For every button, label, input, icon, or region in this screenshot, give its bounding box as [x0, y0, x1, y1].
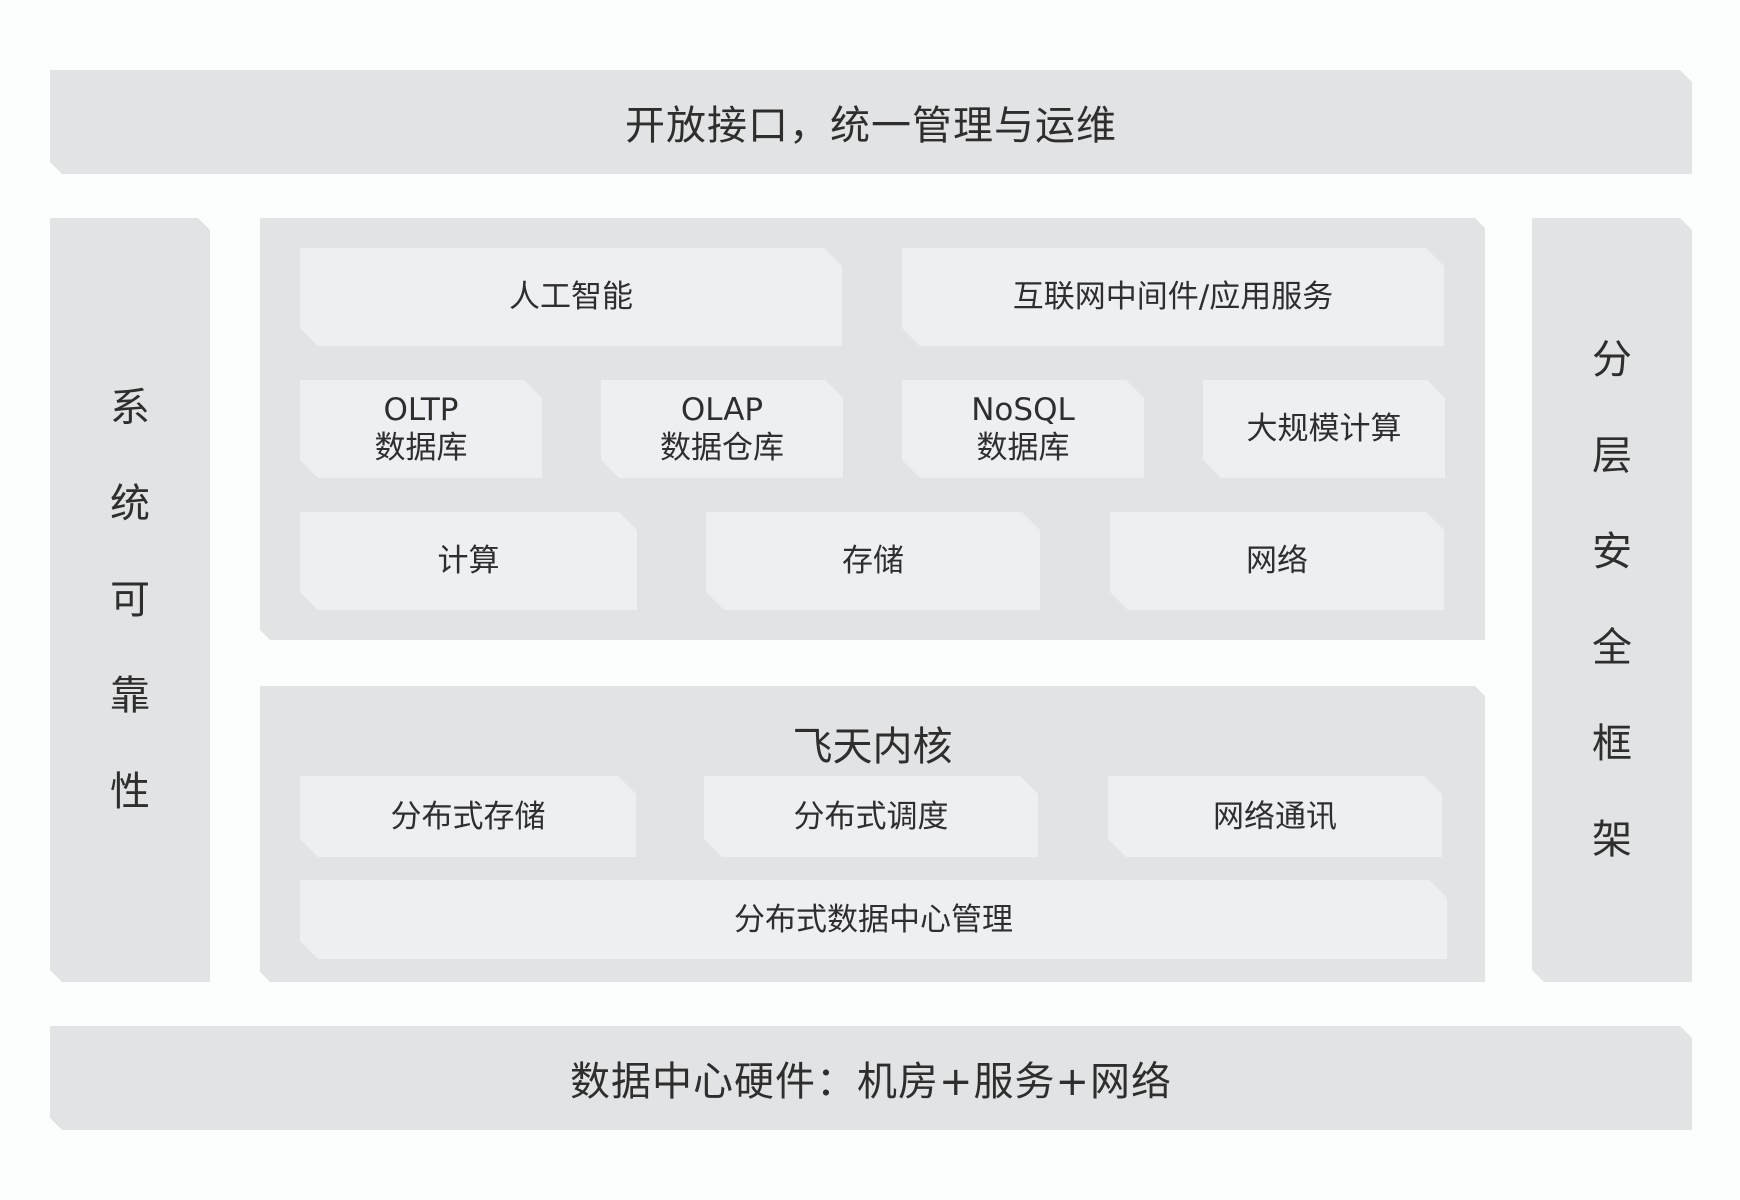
- tile-label: 人工智能: [509, 279, 633, 315]
- tile-label: 分布式存储: [390, 798, 546, 835]
- tile-label-line1: OLAP: [680, 392, 764, 428]
- tile-network-communication: 网络通讯: [1108, 776, 1442, 857]
- tile-label-line2: 数据库: [374, 430, 468, 466]
- tile-label: 网络通讯: [1213, 798, 1337, 835]
- tile-oltp: OLTP 数据库: [300, 380, 542, 478]
- right-side-char: 全: [1592, 625, 1632, 671]
- tile-datacenter-management: 分布式数据中心管理: [300, 880, 1447, 959]
- right-side-char: 安: [1592, 529, 1632, 575]
- tile-label-line2: 数据库: [976, 430, 1070, 466]
- left-side-reliability: 系 统 可 靠 性: [50, 218, 210, 982]
- tile-nosql: NoSQL 数据库: [902, 380, 1144, 478]
- tile-large-scale-compute: 大规模计算: [1203, 380, 1445, 478]
- kernel-title: 飞天内核: [792, 724, 953, 770]
- tile-network: 网络: [1110, 512, 1444, 610]
- tile-label: 计算: [437, 543, 500, 579]
- tile-label: 分布式数据中心管理: [734, 901, 1013, 938]
- left-side-char: 性: [110, 769, 150, 815]
- bottom-band-label: 数据中心硬件：机房+服务+网络: [569, 1059, 1173, 1105]
- tile-storage: 存储: [706, 512, 1040, 610]
- tile-label-line1: NoSQL: [971, 392, 1075, 428]
- tile-label-line2: 数据仓库: [660, 430, 784, 466]
- right-side-char: 框: [1592, 721, 1632, 767]
- tile-label: 网络: [1246, 543, 1308, 579]
- top-band: 开放接口，统一管理与运维: [50, 70, 1692, 174]
- left-side-char: 可: [110, 577, 150, 623]
- tile-label-line1: 大规模计算: [1246, 411, 1402, 447]
- tile-distributed-scheduling: 分布式调度: [704, 776, 1038, 857]
- tile-compute: 计算: [300, 512, 637, 610]
- top-band-label: 开放接口，统一管理与运维: [625, 103, 1117, 149]
- tile-distributed-storage: 分布式存储: [300, 776, 636, 857]
- tile-label: 存储: [842, 543, 904, 579]
- tile-middleware: 互联网中间件/应用服务: [902, 248, 1444, 346]
- right-side-char: 架: [1592, 817, 1632, 863]
- right-side-security: 分 层 安 全 框 架: [1532, 218, 1692, 982]
- left-side-char: 靠: [110, 673, 150, 719]
- right-side-char: 层: [1592, 433, 1632, 479]
- tile-label-line1: OLTP: [383, 392, 459, 428]
- bottom-band: 数据中心硬件：机房+服务+网络: [50, 1026, 1692, 1130]
- left-side-char: 统: [110, 481, 150, 527]
- tile-olap: OLAP 数据仓库: [601, 380, 843, 478]
- left-side-char: 系: [110, 385, 150, 431]
- tile-label: 分布式调度: [793, 798, 949, 835]
- tile-ai: 人工智能: [300, 248, 842, 346]
- tile-label: 互联网中间件/应用服务: [1012, 279, 1334, 315]
- right-side-char: 分: [1592, 337, 1632, 383]
